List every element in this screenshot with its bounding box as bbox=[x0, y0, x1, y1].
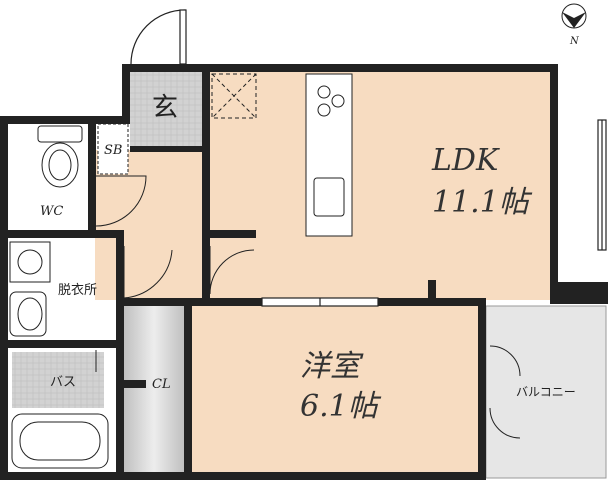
bath-tile bbox=[12, 352, 104, 408]
compass-icon: N bbox=[561, 3, 587, 47]
entrance-label: 玄 bbox=[152, 93, 178, 123]
washroom-fixtures bbox=[9, 241, 51, 337]
ldk-floor bbox=[208, 70, 558, 300]
wc-label: WC bbox=[40, 204, 63, 219]
bath-label: バス bbox=[50, 375, 76, 390]
western-floor bbox=[190, 306, 480, 474]
balcony-area bbox=[485, 305, 607, 479]
balcony-label: バルコニー bbox=[516, 385, 576, 399]
ldk-size: 11.1帖 bbox=[432, 185, 533, 220]
kitchen-counter bbox=[305, 73, 353, 237]
compass-label: N bbox=[569, 36, 580, 47]
interior-doors bbox=[95, 175, 521, 439]
western-label: 洋室 bbox=[300, 349, 364, 384]
east-window bbox=[597, 119, 607, 251]
washroom-label: 脱衣所 bbox=[58, 282, 97, 298]
closet-floor bbox=[122, 306, 186, 474]
walls bbox=[0, 64, 608, 480]
western-size: 6.1帖 bbox=[300, 389, 382, 424]
hall-floor bbox=[95, 150, 208, 300]
closet-label: CL bbox=[152, 377, 171, 392]
ldk-label: LDK bbox=[431, 143, 500, 178]
bathtub bbox=[11, 413, 109, 469]
toilet-fixture bbox=[37, 125, 83, 188]
ceiling-marker bbox=[211, 73, 257, 119]
shoe-box bbox=[97, 123, 129, 175]
sliding-window-ldk bbox=[261, 297, 379, 307]
sb-label: SB bbox=[104, 143, 122, 158]
entrance-floor bbox=[130, 72, 202, 146]
entrance-door bbox=[130, 9, 187, 65]
